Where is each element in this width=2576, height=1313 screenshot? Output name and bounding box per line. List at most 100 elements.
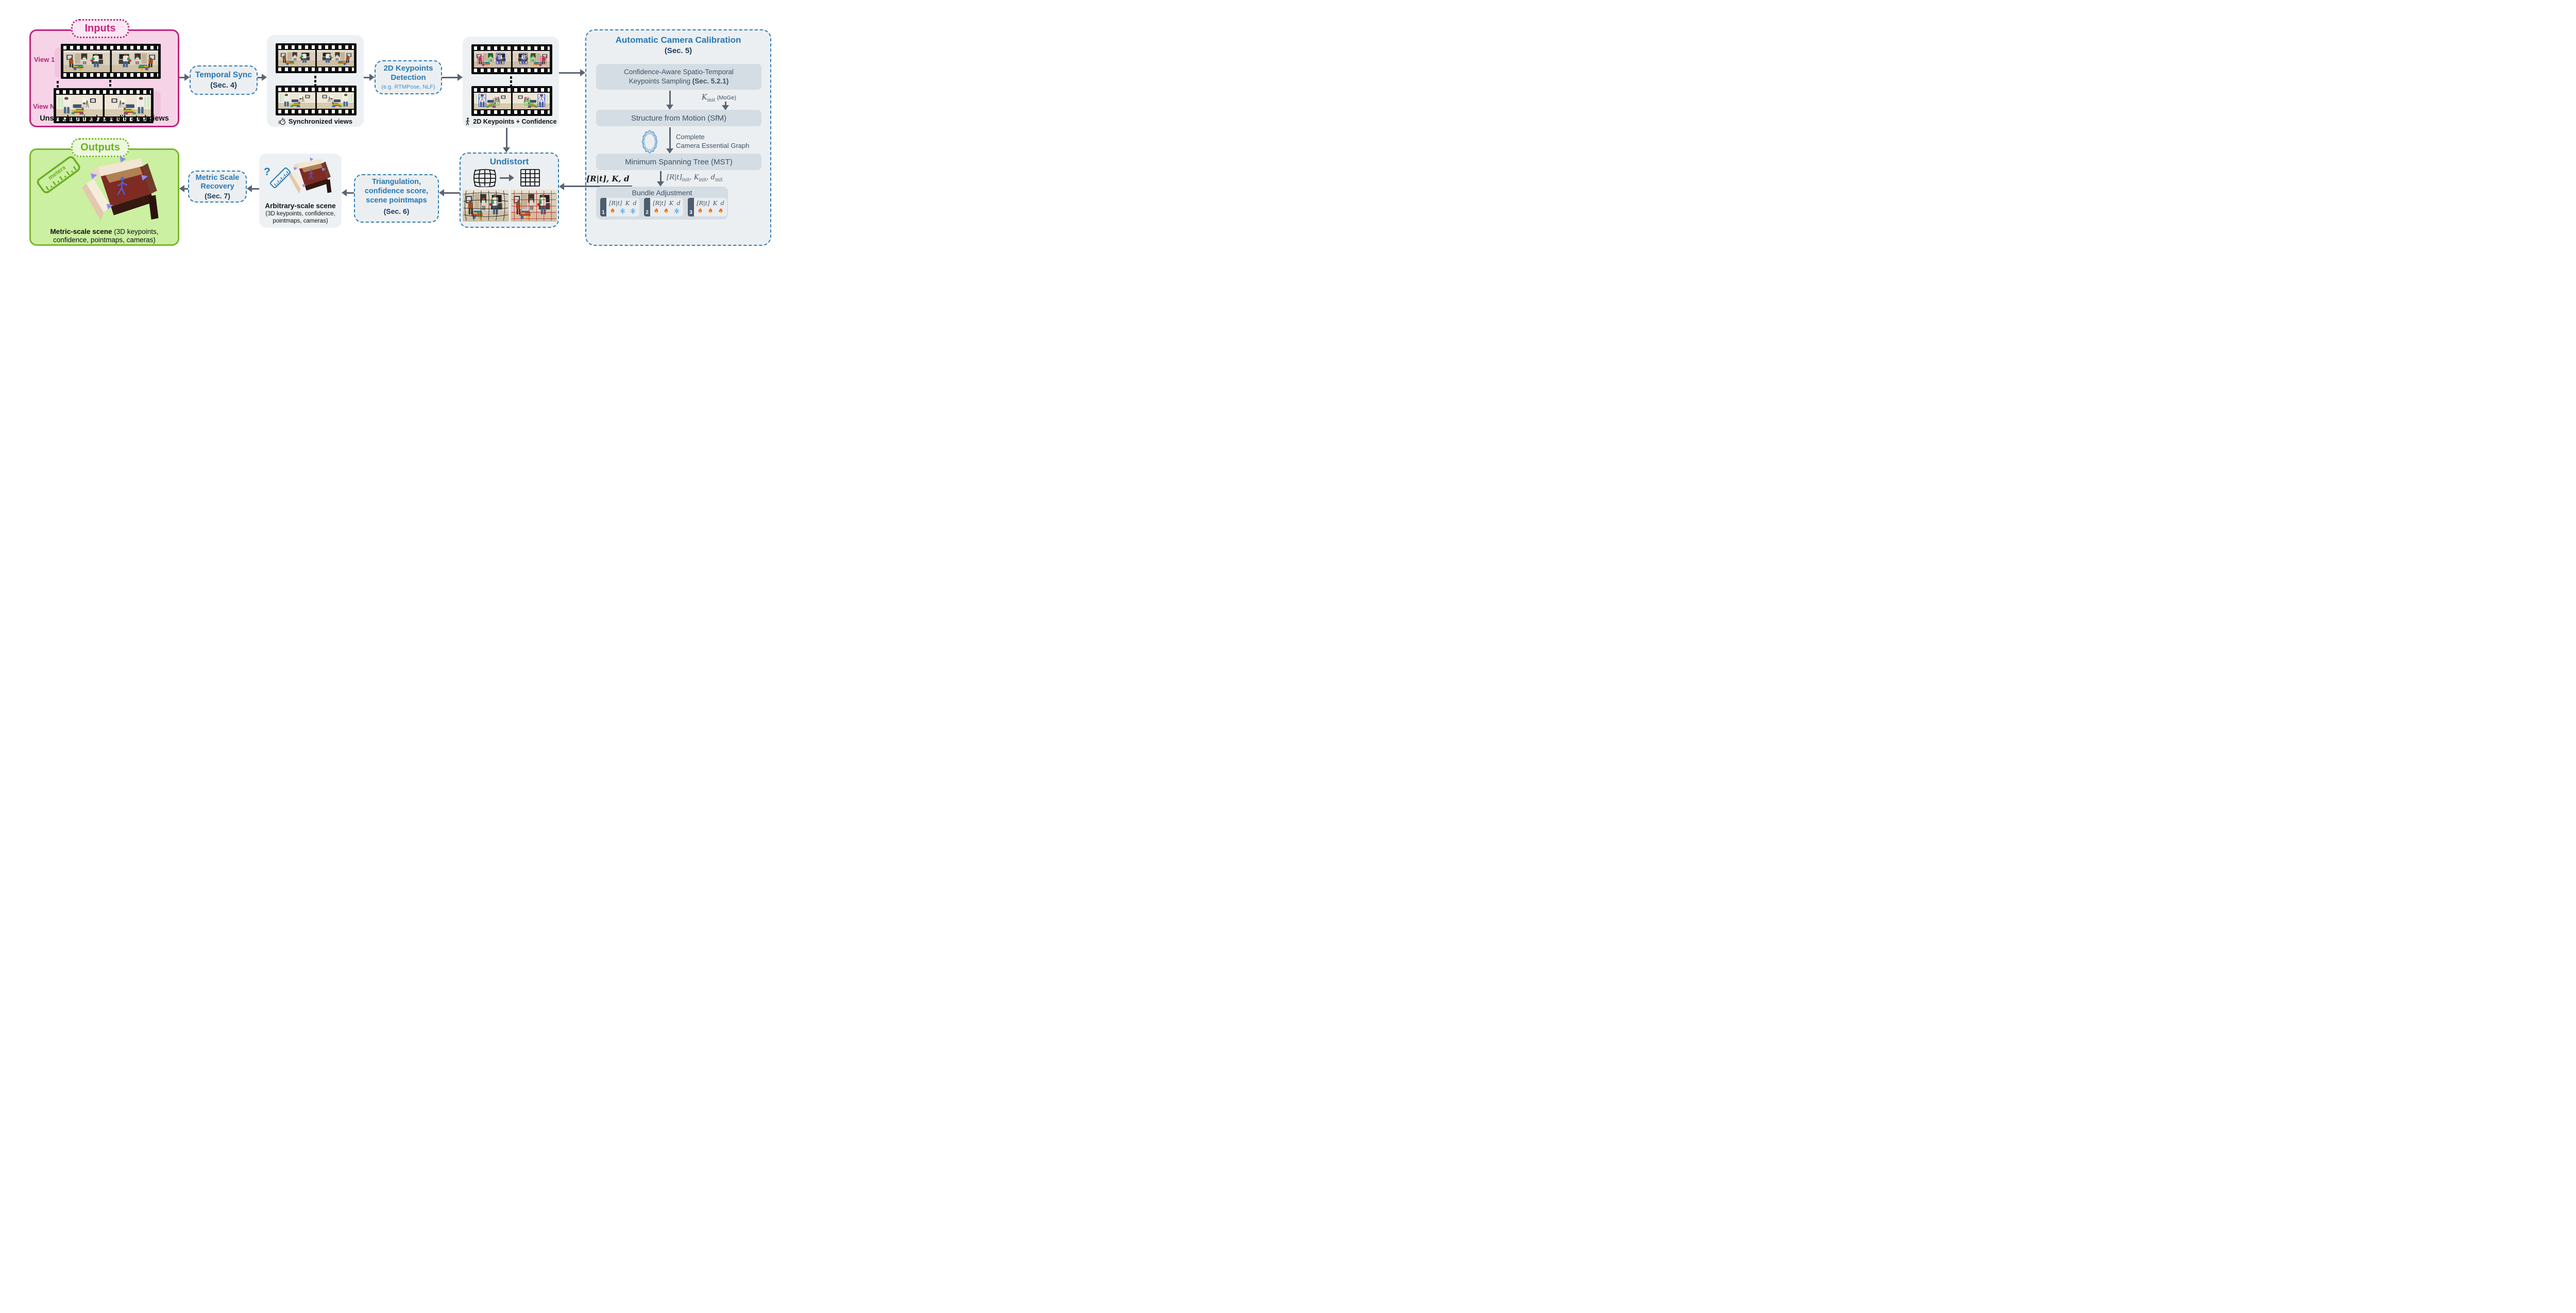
camera-essential-graph-icon: [638, 129, 662, 155]
arrowhead: [262, 74, 267, 81]
inputs-caption: Unsynchronized, uncalibrated views: [40, 114, 169, 123]
arrow-sampling-sfm: [669, 91, 671, 105]
snowflake-icon: [620, 208, 625, 214]
graph-label-line1: Complete: [676, 133, 705, 141]
film-sprockets: [278, 45, 354, 49]
arrow-inputs-temporal: [179, 76, 184, 78]
video-frame: [56, 95, 103, 116]
ellipsis-dots: [314, 76, 316, 87]
temporal-sync-box: [190, 65, 258, 95]
kp-views-caption: 2D Keypoints + Confidence: [462, 117, 560, 126]
snowflake-icon: [630, 208, 636, 214]
triangulation-line1: Triangulation,: [371, 178, 421, 186]
film-sprockets: [56, 90, 151, 94]
arrowhead: [503, 147, 510, 153]
view1-label: View 1: [34, 56, 55, 63]
sync-filmstrip-1: [276, 43, 357, 73]
outputs-label-text: Outputs: [80, 142, 120, 153]
outputs-caption-line1: Metric-scale scene (3D keypoints,: [50, 228, 159, 235]
kp-detection-sub: (e.g. RTMPose, NLF): [381, 84, 435, 90]
acc-sec: (Sec. 5): [664, 46, 692, 55]
inputs-label: Inputs: [71, 19, 129, 38]
triangulation-line3: scene pointmaps: [366, 196, 427, 205]
viewN-filmstrip: [54, 88, 154, 123]
arrowhead: [509, 174, 514, 181]
pipeline-figure: Inputs View 1 View N Unsynchronized, unc…: [0, 0, 804, 281]
arrowhead: [666, 105, 673, 110]
video-frame: [317, 50, 354, 66]
arbitrary-scene-line2: (3D keypoints, confidence,: [265, 211, 335, 217]
question-mark-icon: ?: [264, 166, 270, 178]
metric-3d-scene: [76, 152, 170, 228]
kp-detection-line1: 2D Keypoints: [383, 64, 433, 73]
triangulation-sec: (Sec. 6): [383, 207, 410, 215]
inputs-label-text: Inputs: [84, 23, 116, 34]
acc-mst-bar: Minimum Spanning Tree (MST): [596, 154, 761, 170]
graph-label-line2: Camera Essential Graph: [676, 142, 750, 149]
ellipsis-dots: [510, 76, 512, 87]
film-sprockets: [278, 68, 354, 71]
arrowhead: [457, 74, 463, 81]
arrow-temporal-sync: [258, 76, 262, 78]
arrow-metric-outputs: [184, 188, 188, 190]
fire-icon: [664, 208, 669, 214]
snowflake-icon: [674, 208, 680, 214]
arrow-kinit-sfm: [724, 102, 726, 105]
metric-scale-line1: Metric Scale: [195, 174, 240, 182]
line-ba-undistort: [564, 186, 632, 187]
video-frame: [63, 50, 110, 72]
fire-icon: [708, 208, 713, 214]
arrowhead: [342, 189, 347, 196]
arrow-undistort-triangulation: [444, 192, 460, 194]
video-frame-keypoints: [474, 93, 511, 109]
film-sprockets: [63, 46, 158, 49]
arrow-arbitrary-metric: [251, 188, 259, 190]
ba-stage-number: 3: [688, 198, 694, 216]
viewN-label: View N: [33, 103, 55, 110]
undistort-image-undistorted: [511, 190, 557, 222]
sync-views-caption: Synchronized views: [267, 117, 364, 125]
arrowhead: [580, 69, 585, 76]
triangulation-box: [354, 174, 439, 223]
video-frame-keypoints: [513, 51, 550, 68]
temporal-sync-title: Temporal Sync: [195, 71, 252, 79]
video-frame: [278, 50, 315, 66]
film-sprockets: [278, 88, 354, 91]
arrow-sfm-mst: [669, 127, 671, 148]
fire-icon: [698, 208, 703, 214]
kp-filmstrip-N: [471, 86, 552, 116]
video-frame: [104, 95, 151, 116]
video-frame: [111, 50, 158, 72]
acc-sfm-bar: Structure from Motion (SfM): [596, 110, 761, 126]
view1-filmstrip: [61, 44, 161, 79]
kp-detection-box: [375, 60, 442, 94]
arrowhead: [247, 185, 252, 192]
arbitrary-3d-scene: [285, 155, 338, 198]
ba-output-label: [R|t], K, d: [586, 174, 630, 183]
fire-icon: [610, 208, 615, 214]
video-frame: [278, 92, 315, 109]
arrowhead: [369, 74, 375, 81]
film-sprockets: [63, 73, 158, 77]
undistort-title: Undistort: [489, 157, 529, 166]
sync-filmstrip-N: [276, 86, 357, 115]
triangulation-line2: confidence score,: [364, 187, 429, 195]
kp-detection-line2: Detection: [391, 73, 426, 82]
metric-scale-box: [188, 171, 247, 203]
outputs-caption-line2: confidence, pointmaps, cameras): [53, 236, 156, 244]
acc-sampling-bar: Confidence-Aware Spatio-Temporal Keypoin…: [596, 64, 761, 90]
ba-stage-number: 2: [644, 198, 650, 216]
outputs-label: Outputs: [71, 138, 129, 157]
arrow-grid: [500, 177, 509, 179]
undistort-image-distorted: [463, 190, 509, 222]
film-sprockets: [474, 46, 550, 50]
arrowhead: [722, 105, 729, 110]
kp-filmstrip-1: [471, 44, 552, 74]
fire-icon: [718, 208, 723, 214]
bundle-adjustment-title: Bundle Adjustment: [632, 189, 692, 197]
film-sprockets: [474, 110, 550, 114]
arrowhead: [657, 181, 664, 187]
arrow-sync-kpdet: [364, 76, 369, 78]
